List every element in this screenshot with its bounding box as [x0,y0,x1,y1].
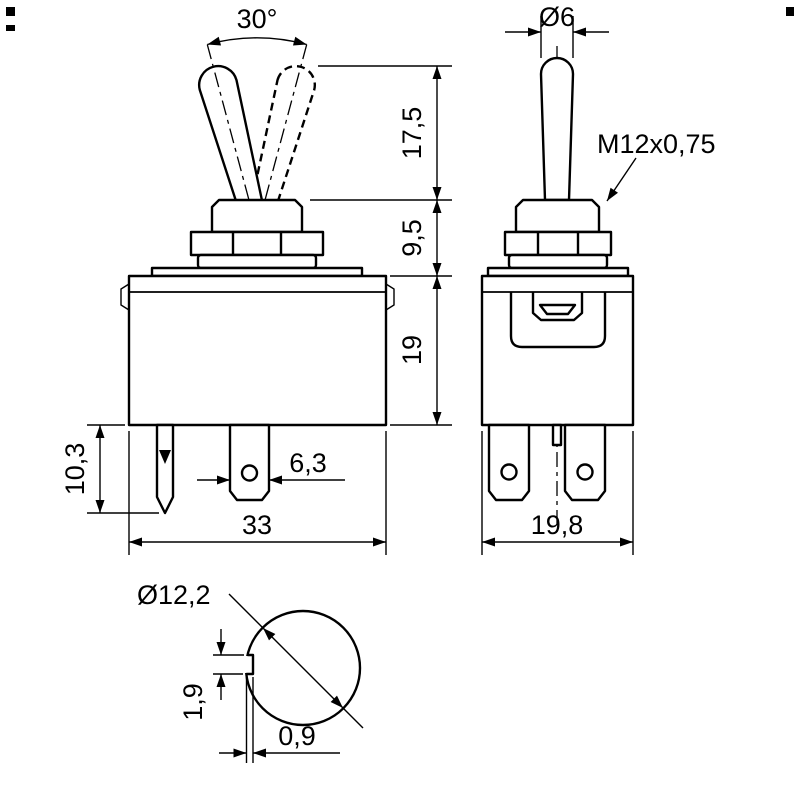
arrowhead [432,412,442,425]
dim-label: 17,5 [397,107,427,160]
arrowhead [269,475,282,485]
front-hex-nut [189,230,325,257]
arrowhead [263,628,276,641]
notch-mask [243,656,254,673]
dim-angle-30: 30° [207,4,307,46]
arrowhead [373,537,386,547]
terminal-hole [240,464,259,482]
front-view: 30° 6,3 [60,4,452,555]
side-lever [539,56,575,202]
side-lock-washer [507,253,609,270]
dim-label: 0,9 [278,721,316,751]
bottom-view: Ø12,2 1,9 0,9 [137,580,364,763]
side-view: Ø6 M12x0,75 [480,2,716,555]
arrowhead [432,276,442,289]
arrowhead [233,748,247,758]
keyway-notch [246,653,255,676]
dim-label: Ø6 [539,2,575,32]
body-clip-right [385,283,395,311]
dim-lever-diameter: Ø6 [505,2,609,58]
keyway-window [509,292,607,349]
dim-body-depth: 19,8 [481,431,634,555]
arrowhead [216,642,226,655]
arrowhead [253,748,266,758]
arrowhead [432,187,442,200]
keyway-slot [531,292,584,322]
side-threaded-bushing [514,198,601,234]
lever-outline [198,64,269,235]
arrowhead [432,263,442,276]
arrowhead [217,475,230,485]
corner-mark [6,25,15,31]
arrowhead [129,537,142,547]
side-blade-terminal [487,423,531,502]
terminal-hole [500,463,518,481]
side-blade-terminal [563,423,607,502]
front-body [127,274,388,427]
dim-label: 9,5 [397,219,427,257]
arrowhead [573,27,586,37]
front-lock-washer [196,253,318,270]
lever-outline-dashed [245,64,316,235]
front-solder-pin [155,423,175,515]
terminal-hole [576,463,594,481]
dim-hole-diameter: Ø12,2 [137,580,364,729]
dim-label: 19,8 [531,510,584,540]
dim-label: 1,9 [178,683,208,721]
arrowhead [432,200,442,213]
arrowhead [432,66,442,79]
dim-label: 19 [397,335,427,365]
corner-marks [6,7,794,31]
dim-chain-right: 17,5 9,5 19 [310,65,452,426]
side-body [480,274,635,427]
arrowhead [330,695,343,708]
arrowhead [207,36,222,46]
corner-mark [6,7,15,16]
arrowhead [95,500,105,513]
arrowhead [216,674,226,687]
dim-keyway-width: 1,9 [178,629,244,721]
angle-arc [207,37,307,46]
arrowhead [482,537,495,547]
keyway-key [538,303,577,316]
angle-label: 30° [237,4,278,34]
dim-terminal-width: 6,3 [197,448,345,485]
side-center-pin [551,423,563,447]
arrowhead [292,36,307,46]
arrowhead [607,187,619,201]
arrowhead [620,537,633,547]
dim-keyway-depth: 0,9 [219,677,340,763]
arrowhead [95,425,105,438]
dim-body-width: 33 [128,431,387,555]
body-clip-left [120,283,130,311]
thread-label: M12x0,75 [597,129,716,159]
arrowhead [528,27,541,37]
dim-label: 10,3 [60,443,90,496]
front-threaded-bushing [210,198,304,234]
dim-label: 33 [242,510,272,540]
side-hex-nut [503,230,613,257]
thread-callout: M12x0,75 [597,129,716,202]
corner-mark [786,7,794,16]
dim-label: 6,3 [289,448,327,478]
dim-pin-length: 10,3 [60,424,159,514]
pin-arrow [159,450,171,464]
front-blade-terminal [228,423,271,502]
dim-label: Ø12,2 [137,580,211,610]
